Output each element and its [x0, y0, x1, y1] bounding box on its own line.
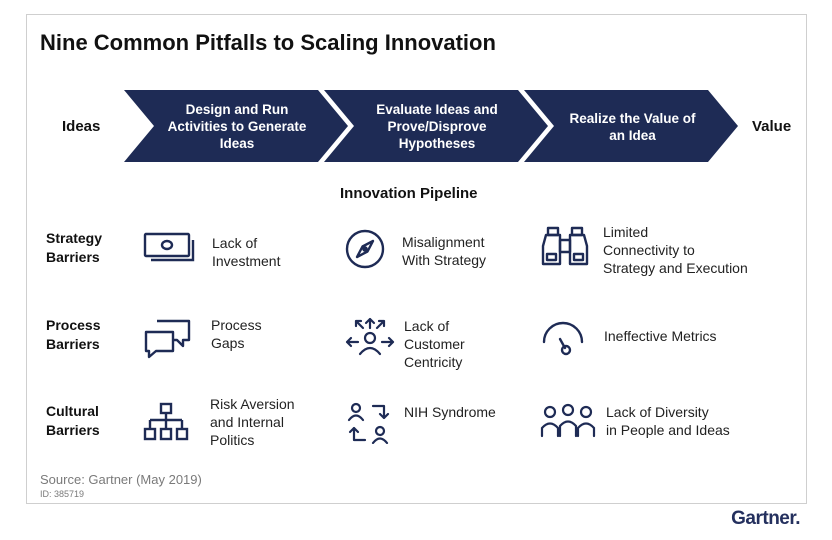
- source-note: Source: Gartner (May 2019): [40, 472, 202, 487]
- pitfall-ineffective-metrics: Ineffective Metrics: [604, 327, 717, 345]
- pitfall-text-line: Misalignment: [402, 234, 485, 250]
- pitfall-risk-aversion: Risk Aversion and Internal Politics: [210, 395, 295, 449]
- pitfall-text-line: Risk Aversion: [210, 396, 295, 412]
- pitfall-text-line: Connectivity to: [603, 242, 695, 258]
- pitfall-text-line: With Strategy: [402, 252, 487, 268]
- row-label-line: Strategy: [46, 230, 103, 246]
- row-label-process: Process Barriers: [46, 316, 100, 354]
- chat-bubbles-icon: [143, 318, 193, 360]
- pitfall-lack-of-investment: Lack of Investment: [212, 234, 280, 270]
- pipeline-caption: Innovation Pipeline: [340, 185, 478, 202]
- pitfall-nih-syndrome: NIH Syndrome: [404, 403, 496, 421]
- pitfall-text-line: Centricity: [404, 354, 463, 370]
- pitfall-customer-centricity: Lack of Customer Centricity: [404, 317, 465, 371]
- binoculars-icon: [540, 226, 590, 268]
- people-exchange-icon: [346, 400, 392, 444]
- gauge-icon: [540, 316, 586, 358]
- pitfall-limited-connectivity: Limited Connectivity to Strategy and Exe…: [603, 223, 748, 277]
- pipeline-stage-3-arrow: [524, 90, 738, 162]
- pitfall-text-line: NIH Syndrome: [404, 404, 496, 420]
- pitfall-process-gaps: Process Gaps: [211, 316, 262, 352]
- money-bill-icon: [143, 232, 197, 264]
- row-label-line: Barriers: [46, 422, 100, 438]
- pipeline-stage-2-label: Evaluate Ideas and Prove/Disprove Hypoth…: [376, 102, 498, 151]
- pipeline-end-label: Value: [752, 118, 792, 135]
- row-label-line: Process: [46, 317, 101, 333]
- gartner-logo: Gartner.: [731, 508, 800, 529]
- pipeline-stage-1-arrow: [124, 90, 348, 162]
- pitfall-text-line: and Internal: [210, 414, 284, 430]
- pitfall-text-line: Gaps: [211, 335, 245, 351]
- row-label-line: Barriers: [46, 336, 100, 352]
- row-label-cultural: Cultural Barriers: [46, 402, 100, 440]
- document-id: ID: 385719: [40, 489, 85, 499]
- person-arrows-icon: [344, 316, 396, 360]
- pitfall-text-line: in People and Ideas: [606, 422, 730, 438]
- pitfall-text-line: Process: [211, 317, 262, 333]
- pitfall-text-line: Strategy and Execution: [603, 260, 748, 276]
- pipeline-stage-2-arrow: [324, 90, 548, 162]
- group-people-icon: [540, 402, 596, 438]
- compass-icon: [344, 228, 386, 270]
- pitfall-text-line: Customer: [404, 336, 465, 352]
- pipeline-arrows: [124, 90, 738, 162]
- org-chart-icon: [143, 402, 189, 442]
- pitfall-text-line: Lack of: [212, 235, 258, 251]
- row-label-strategy: Strategy Barriers: [46, 229, 102, 267]
- pipeline-start-label: Ideas: [62, 118, 101, 135]
- pitfall-text-line: Limited: [603, 224, 649, 240]
- pipeline-stage-1-label: Design and Run Activities to Generate Id…: [167, 102, 307, 151]
- row-label-line: Cultural: [46, 403, 99, 419]
- pitfall-text-line: Ineffective Metrics: [604, 328, 717, 344]
- figure-title: Nine Common Pitfalls to Scaling Innovati…: [40, 30, 496, 55]
- pitfall-text-line: Lack of Diversity: [606, 404, 709, 420]
- pipeline-stage-3-label: Realize the Value of an Idea: [569, 111, 696, 143]
- figure-frame: [26, 14, 807, 504]
- pitfall-lack-of-diversity: Lack of Diversity in People and Ideas: [606, 403, 730, 439]
- pitfall-misalignment: Misalignment With Strategy: [402, 233, 486, 269]
- row-label-line: Barriers: [46, 249, 100, 265]
- pitfall-text-line: Politics: [210, 432, 255, 448]
- pitfall-text-line: Lack of: [404, 318, 450, 334]
- pitfall-text-line: Investment: [212, 253, 281, 269]
